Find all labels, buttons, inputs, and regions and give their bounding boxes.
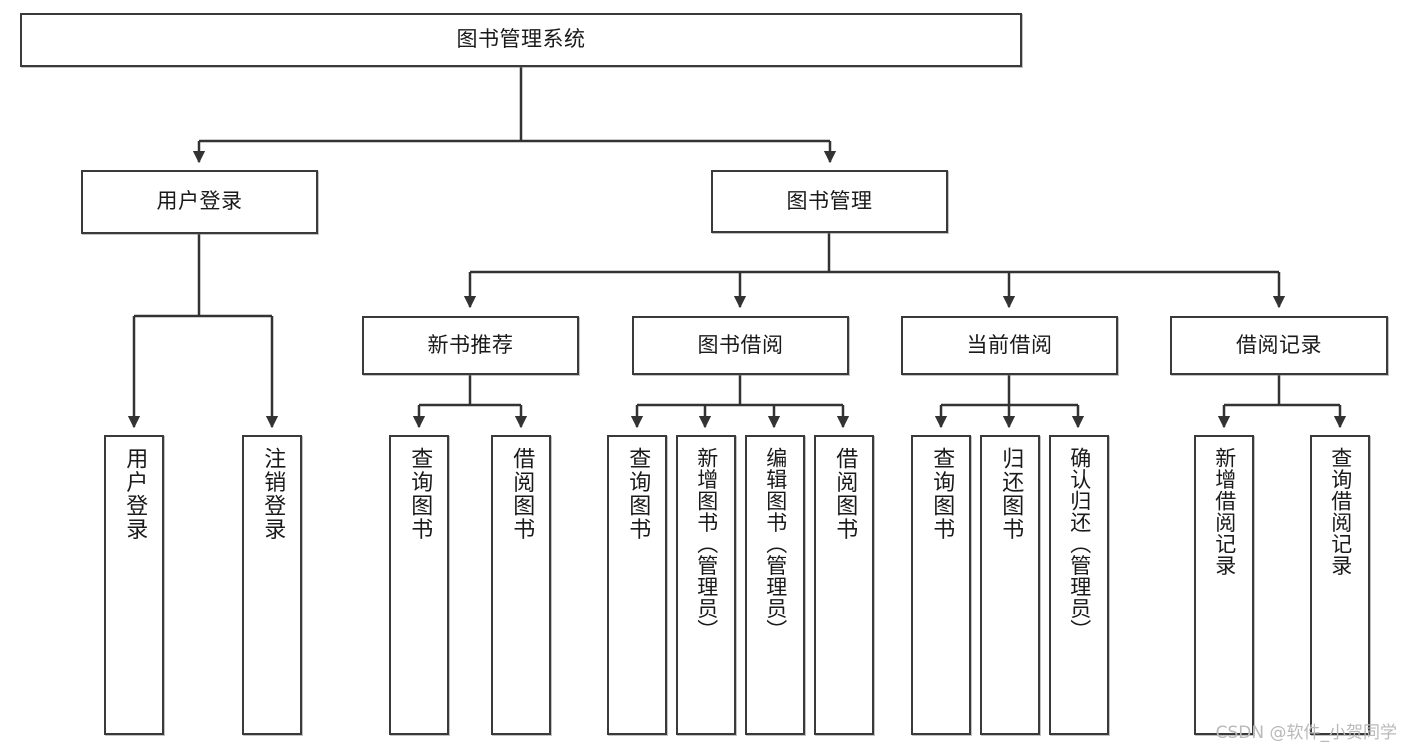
- node-leaf-return-book-label: 归还图书: [998, 447, 1024, 541]
- node-user-login-label: 用户登录: [156, 189, 243, 214]
- node-current-borrow-label: 当前借阅: [966, 332, 1053, 357]
- node-leaf-user-login-label: 用户登录: [122, 447, 148, 541]
- node-book-borrow[interactable]: 图书借阅: [632, 316, 849, 375]
- node-leaf-query-book-2[interactable]: 查询图书: [607, 435, 667, 735]
- node-book-management[interactable]: 图书管理: [711, 170, 948, 233]
- node-leaf-query-book-3[interactable]: 查询图书: [911, 435, 971, 735]
- node-book-borrow-label: 图书借阅: [697, 332, 784, 357]
- node-leaf-confirm-return-label: 确认归还（管理员）: [1067, 447, 1092, 641]
- node-borrow-record[interactable]: 借阅记录: [1170, 316, 1388, 375]
- node-user-login[interactable]: 用户登录: [81, 170, 318, 234]
- node-leaf-borrow-book-2-label: 借阅图书: [832, 447, 858, 541]
- node-leaf-query-book-2-label: 查询图书: [625, 447, 651, 541]
- node-leaf-query-book-1[interactable]: 查询图书: [389, 435, 449, 735]
- node-leaf-confirm-return[interactable]: 确认归还（管理员）: [1049, 435, 1109, 735]
- node-leaf-query-book-1-label: 查询图书: [407, 447, 433, 541]
- node-new-book-recommend[interactable]: 新书推荐: [362, 316, 579, 375]
- node-leaf-add-record-label: 新增借阅记录: [1212, 447, 1237, 576]
- node-leaf-add-book[interactable]: 新增图书（管理员）: [676, 435, 736, 735]
- node-leaf-user-logout[interactable]: 注销登录: [242, 435, 302, 735]
- node-leaf-borrow-book-1-label: 借阅图书: [509, 447, 535, 541]
- node-leaf-add-record[interactable]: 新增借阅记录: [1194, 435, 1254, 735]
- node-leaf-borrow-book-2[interactable]: 借阅图书: [814, 435, 874, 735]
- node-leaf-query-record-label: 查询借阅记录: [1328, 447, 1353, 576]
- node-leaf-add-book-label: 新增图书（管理员）: [694, 447, 719, 641]
- watermark-text: CSDN @软件_小贺同学: [1215, 723, 1397, 743]
- node-leaf-query-record[interactable]: 查询借阅记录: [1310, 435, 1370, 735]
- node-leaf-user-login[interactable]: 用户登录: [104, 435, 164, 735]
- node-current-borrow[interactable]: 当前借阅: [901, 316, 1118, 375]
- node-leaf-edit-book-label: 编辑图书（管理员）: [763, 447, 788, 641]
- node-leaf-edit-book[interactable]: 编辑图书（管理员）: [745, 435, 805, 735]
- node-root[interactable]: 图书管理系统: [20, 13, 1022, 67]
- node-leaf-query-book-3-label: 查询图书: [929, 447, 955, 541]
- node-leaf-user-logout-label: 注销登录: [260, 447, 286, 541]
- node-leaf-return-book[interactable]: 归还图书: [980, 435, 1040, 735]
- node-borrow-record-label: 借阅记录: [1236, 332, 1322, 357]
- node-leaf-borrow-book-1[interactable]: 借阅图书: [491, 435, 551, 735]
- node-new-book-recommend-label: 新书推荐: [427, 332, 514, 357]
- node-root-label: 图书管理系统: [456, 27, 586, 52]
- node-book-management-label: 图书管理: [786, 188, 873, 213]
